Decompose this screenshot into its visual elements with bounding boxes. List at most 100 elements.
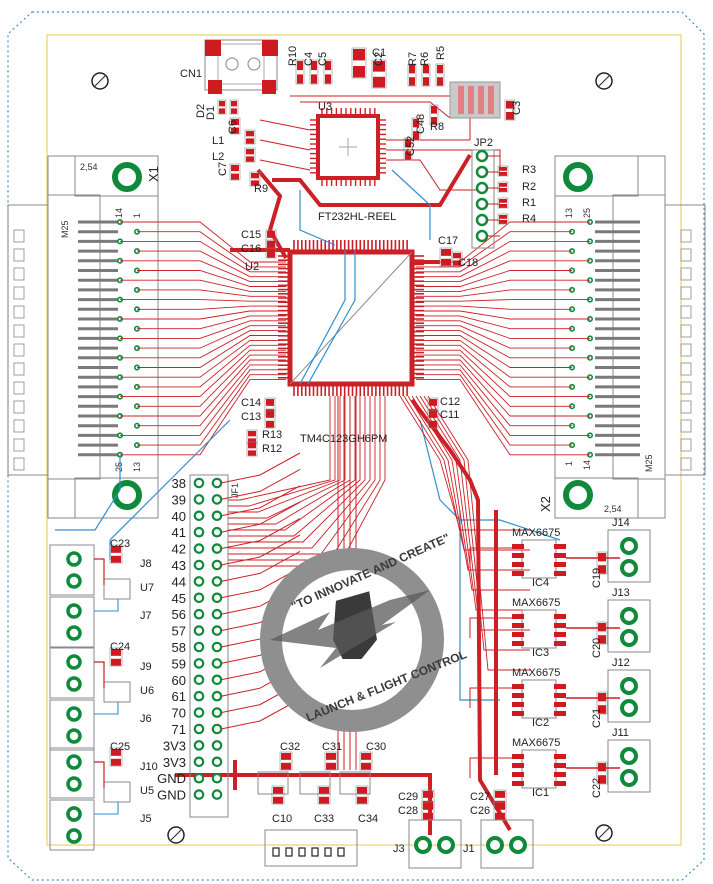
terminal-block — [49, 699, 95, 751]
signal-trace — [416, 374, 572, 446]
smd-pad — [598, 693, 606, 702]
signal-trace — [220, 550, 301, 582]
smd-pad — [441, 249, 451, 256]
smd-pad — [231, 127, 239, 134]
signal-trace — [137, 305, 286, 310]
ic-pad — [554, 571, 566, 576]
ref-label: C18 — [458, 257, 478, 269]
ref-label: C34 — [358, 813, 378, 825]
header-pin — [193, 723, 205, 735]
ref-label: J6 — [140, 713, 152, 725]
smd-footprint — [497, 165, 509, 177]
terminal-pin — [66, 706, 82, 722]
smd-footprint — [429, 104, 439, 126]
bottom-trace — [391, 169, 431, 240]
signal-trace — [416, 231, 572, 268]
terminal-pin — [620, 769, 638, 787]
bottom-trace — [299, 190, 336, 246]
crystal-pad — [478, 86, 484, 114]
connector-x1 — [7, 155, 159, 519]
header-pin-label: 56 — [172, 607, 186, 622]
signal-trace — [419, 395, 530, 631]
smd-pad — [325, 61, 331, 71]
signal-trace — [120, 379, 286, 456]
smd-footprint — [451, 251, 463, 267]
smd-pad — [357, 796, 367, 804]
header-pin — [211, 592, 223, 604]
smd-pad — [281, 762, 291, 770]
smd-pad — [361, 762, 371, 770]
smd-footprint — [264, 409, 276, 429]
smd-pad — [248, 450, 256, 456]
signal-trace — [137, 374, 286, 446]
signal-trace — [416, 330, 590, 359]
signal-trace — [120, 279, 286, 292]
ref-label: C26 — [470, 805, 490, 817]
connector-slot — [680, 400, 692, 414]
board-outline — [7, 11, 705, 881]
smd-pad — [429, 411, 437, 418]
cn1-ref: CN1 — [180, 68, 202, 80]
terminal-pin — [620, 677, 638, 695]
smd-pad — [373, 61, 385, 72]
connector-slot — [13, 324, 25, 338]
smd-pad — [267, 241, 275, 248]
jf1-ref: JF1 — [230, 483, 240, 498]
x1-type: M25 — [60, 220, 70, 238]
smd-footprint — [421, 63, 431, 87]
smd-pad — [405, 139, 411, 148]
signal-trace — [416, 364, 572, 427]
smd-pad — [325, 74, 331, 84]
jumper-pin — [475, 213, 489, 227]
smd-pad — [311, 61, 317, 71]
header-pin — [193, 772, 205, 784]
header-pin — [193, 789, 205, 800]
signal-trace — [120, 221, 286, 263]
smd-pad — [267, 250, 275, 258]
connector-slot — [680, 362, 692, 376]
ic-pad — [512, 553, 524, 558]
header-pin — [324, 847, 332, 857]
smd-pad — [246, 149, 254, 155]
ic-pad — [554, 763, 566, 768]
regulator-outline — [299, 771, 331, 795]
header-pin-label: 71 — [172, 722, 186, 737]
signal-trace — [137, 325, 286, 349]
ic-pad — [512, 702, 524, 707]
smd-pad — [231, 119, 239, 126]
header-pin-label: 42 — [172, 542, 186, 557]
smd-footprint — [596, 551, 608, 575]
header-jf1 — [189, 452, 301, 818]
terminal-block — [49, 544, 95, 596]
ic-pad — [512, 693, 524, 698]
header-pin — [298, 847, 306, 857]
smd-pad — [409, 65, 415, 74]
signal-trace — [120, 330, 286, 359]
smd-pad — [246, 156, 254, 162]
smd-pad — [598, 635, 606, 644]
ref-label: C24 — [110, 641, 130, 653]
smd-footprint — [323, 59, 333, 85]
signal-trace — [220, 567, 301, 599]
smd-footprint — [351, 47, 367, 79]
smd-footprint — [427, 409, 439, 429]
smd-footprint — [279, 751, 293, 771]
ref-label: C20 — [591, 638, 603, 658]
header-pin-label: 3V3 — [163, 738, 186, 753]
smd-pad — [453, 253, 461, 259]
header-pin-label: 58 — [172, 640, 186, 655]
header-pin — [211, 494, 223, 505]
smd-pad — [361, 753, 371, 760]
bottom-trace — [55, 455, 121, 531]
ref-label: U7 — [140, 582, 154, 594]
smd-pad — [453, 260, 461, 266]
ref-label: C28 — [398, 805, 418, 817]
header-pin-label: 38 — [172, 476, 186, 491]
header-pin — [211, 772, 223, 784]
header-pin — [211, 608, 223, 620]
header-pin — [193, 608, 205, 620]
ref-label: J12 — [612, 657, 630, 669]
signal-trace — [416, 305, 572, 310]
smd-pad — [499, 199, 507, 203]
